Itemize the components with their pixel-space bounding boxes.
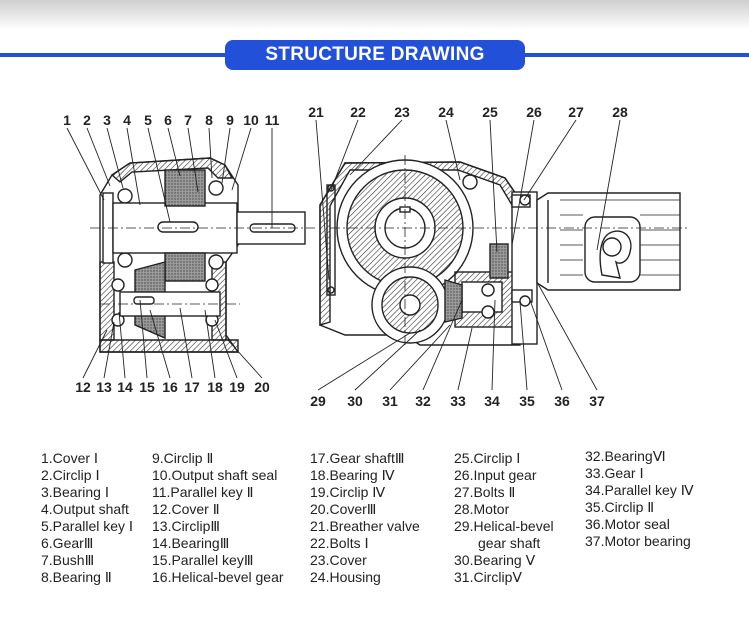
callout-30: 30 — [347, 393, 363, 409]
left-section-view — [90, 157, 315, 353]
callout-21: 21 — [308, 104, 324, 120]
legend-item: 19.Circlip Ⅳ — [310, 484, 386, 500]
legend-item: 10.Output shaft seal — [152, 467, 278, 483]
callout-32: 32 — [415, 393, 431, 409]
callout-17: 17 — [184, 379, 200, 395]
legend-item: 30.Bearing Ⅴ — [454, 552, 536, 568]
callout-12: 12 — [75, 379, 91, 395]
legend-item: 18.Bearing Ⅳ — [310, 467, 395, 483]
callout-23: 23 — [394, 104, 410, 120]
legend-item: 5.Parallel key Ⅰ — [41, 518, 134, 534]
legend-item: 23.Cover — [310, 552, 367, 568]
callout-22: 22 — [350, 104, 366, 120]
legend-item: 31.CirclipⅤ — [454, 569, 522, 585]
callout-14: 14 — [117, 379, 133, 395]
legend-column-2: 9.Circlip Ⅱ 10.Output shaft seal 11.Para… — [152, 450, 284, 586]
callout-2: 2 — [83, 112, 91, 128]
callout-31: 31 — [382, 393, 398, 409]
legend-item: 32.BearingⅥ — [585, 448, 666, 464]
callout-8: 8 — [205, 112, 213, 128]
legend-item: 2.Circlip Ⅰ — [41, 467, 100, 483]
legend-item: 24.Housing — [310, 569, 381, 585]
callout-7: 7 — [184, 112, 192, 128]
callout-5: 5 — [144, 112, 152, 128]
callout-33: 33 — [450, 393, 466, 409]
callout-20: 20 — [254, 379, 270, 395]
legend-column-5: 32.BearingⅥ 33.Gear Ⅰ 34.Parallel key Ⅳ … — [585, 448, 694, 550]
top-shading — [0, 0, 749, 30]
legend-item: 22.Bolts Ⅰ — [310, 535, 369, 551]
legend-column-3: 17.Gear shaftⅢ 18.Bearing Ⅳ 19.Circlip Ⅳ… — [310, 450, 420, 586]
legend-item: 20.CoverⅢ — [310, 501, 377, 517]
callout-4: 4 — [123, 112, 131, 128]
legend-item: gear shaft — [478, 535, 541, 551]
legend-item: 8.Bearing Ⅱ — [41, 569, 112, 585]
legend-item: 35.Circlip Ⅱ — [585, 499, 655, 515]
callout-25: 25 — [482, 104, 498, 120]
callout-24: 24 — [438, 104, 454, 120]
legend-item: 29.Helical-bevel — [454, 518, 554, 534]
legend-item: 17.Gear shaftⅢ — [310, 450, 405, 466]
legend-item: 27.Bolts Ⅱ — [454, 484, 516, 500]
callout-13: 13 — [96, 379, 112, 395]
legend-item: 15.Parallel keyⅢ — [152, 552, 254, 568]
callout-37: 37 — [589, 393, 605, 409]
callout-9: 9 — [226, 112, 234, 128]
callout-10: 10 — [243, 112, 259, 128]
legend-item: 12.Cover Ⅱ — [152, 501, 220, 517]
legend-item: 3.Bearing Ⅰ — [41, 484, 109, 500]
legend-item: 4.Output shaft — [41, 501, 129, 517]
callout-34: 34 — [484, 393, 500, 409]
legend-item: 1.Cover Ⅰ — [41, 450, 99, 466]
legend-item: 11.Parallel key Ⅱ — [152, 484, 254, 500]
callout-3: 3 — [103, 112, 111, 128]
callout-35: 35 — [519, 393, 535, 409]
callout-26: 26 — [526, 104, 542, 120]
legend-column-1: 1.Cover Ⅰ 2.Circlip Ⅰ 3.Bearing Ⅰ 4.Outp… — [41, 450, 133, 586]
callout-1: 1 — [63, 112, 71, 128]
right-front-view — [319, 155, 690, 346]
legend-item: 36.Motor seal — [585, 516, 670, 532]
callout-18: 18 — [207, 379, 223, 395]
legend-item: 25.Circlip Ⅰ — [454, 450, 521, 466]
legend-item: 9.Circlip Ⅱ — [152, 450, 214, 466]
legend-item: 6.GearⅢ — [41, 535, 94, 551]
legend-item: 13.CirclipⅢ — [152, 518, 221, 534]
callout-19: 19 — [229, 379, 245, 395]
legend-item: 33.Gear Ⅰ — [585, 465, 644, 481]
legend-item: 34.Parallel key Ⅳ — [585, 482, 694, 498]
callout-numbers: 1 2 3 4 5 6 7 8 9 10 11 21 22 23 24 25 2… — [63, 104, 628, 409]
callout-29: 29 — [310, 393, 326, 409]
legend-item: 14.BearingⅢ — [152, 535, 230, 551]
callout-36: 36 — [554, 393, 570, 409]
callout-6: 6 — [164, 112, 172, 128]
legend-column-4: 25.Circlip Ⅰ 26.Input gear 27.Bolts Ⅱ 28… — [454, 450, 554, 586]
leader-lines — [66, 119, 621, 391]
callout-16: 16 — [162, 379, 178, 395]
legend-item: 28.Motor — [454, 501, 510, 517]
callout-11: 11 — [265, 112, 280, 128]
legend-item: 16.Helical-bevel gear — [152, 569, 284, 585]
legend-item: 26.Input gear — [454, 467, 537, 483]
legend-item: 7.BushⅢ — [41, 552, 95, 568]
callout-27: 27 — [568, 104, 584, 120]
page-title: STRUCTURE DRAWING — [225, 40, 525, 70]
legend-item: 21.Breather valve — [310, 518, 420, 534]
callout-15: 15 — [139, 379, 155, 395]
legend-item: 37.Motor bearing — [585, 533, 691, 549]
callout-28: 28 — [612, 104, 628, 120]
